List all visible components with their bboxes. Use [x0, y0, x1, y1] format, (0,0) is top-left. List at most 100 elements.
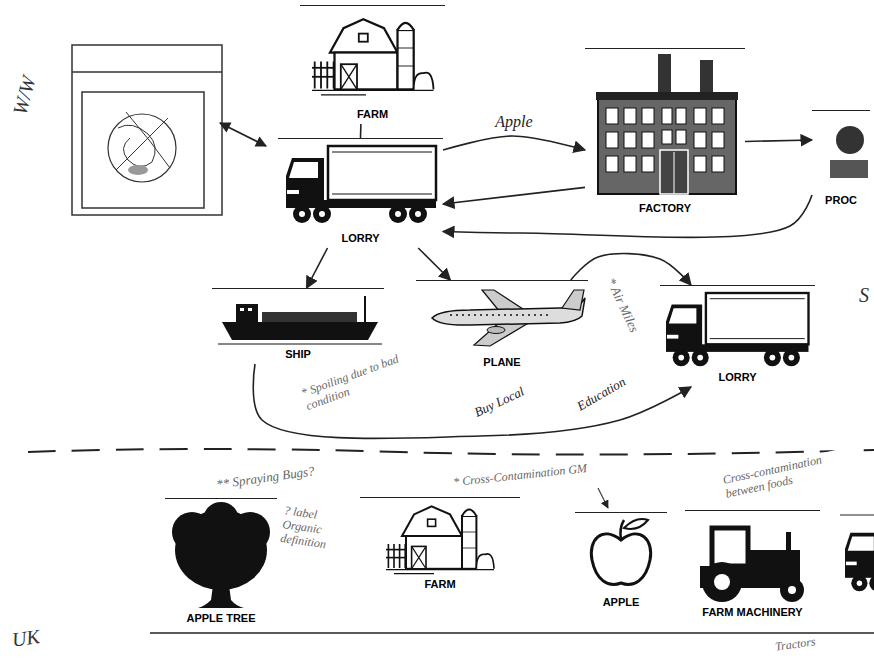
flow-arrow — [307, 248, 328, 288]
connector-group — [253, 124, 812, 438]
handwritten-note: ? label Organic definition — [277, 504, 358, 556]
picture-card: APPLE TREE — [165, 498, 277, 628]
node-label: FARM — [357, 107, 388, 121]
tractor-picture — [786, 532, 791, 550]
apple-picture — [620, 520, 624, 540]
factory-picture — [658, 54, 671, 98]
ship-picture — [364, 296, 366, 322]
node-label: APPLE TREE — [186, 611, 255, 625]
sketch-card — [72, 45, 222, 215]
tractor-picture — [748, 550, 800, 566]
node-label: PLANE — [483, 355, 520, 369]
flow-arrow — [745, 140, 812, 142]
handwritten-note: Education — [573, 373, 630, 415]
factory-picture — [606, 108, 618, 124]
tractor-picture — [712, 528, 748, 566]
node-label: SHIP — [285, 347, 311, 361]
picture-card: FARM MACHINERY — [685, 510, 820, 622]
factory-picture — [598, 96, 736, 194]
factory-picture — [606, 132, 618, 148]
tree-picture — [203, 502, 239, 538]
ship-picture — [240, 308, 244, 311]
tractor-picture — [780, 578, 804, 602]
processing-picture — [830, 126, 868, 178]
handwritten-note: S — [857, 284, 871, 307]
sketch-card — [108, 114, 176, 182]
sketch-card — [128, 165, 148, 175]
handwritten-note: Tractors — [772, 635, 818, 655]
factory-picture — [596, 92, 738, 100]
plane-picture — [474, 322, 530, 346]
picture-card: SHIP — [212, 288, 384, 364]
flow-arrow — [360, 124, 362, 138]
lorry-picture — [286, 146, 436, 223]
node-label: LORRY — [718, 370, 756, 384]
picture-card: FARM — [300, 5, 445, 124]
plane-picture — [487, 327, 505, 334]
sketch-card — [82, 92, 204, 208]
factory-picture — [674, 152, 675, 194]
flow-arrow — [571, 254, 691, 285]
factory-picture — [694, 108, 706, 124]
ship-picture — [218, 296, 382, 344]
sketch-card — [72, 45, 222, 215]
lorry-picture — [666, 293, 809, 366]
leader-line — [598, 488, 608, 508]
factory-picture — [624, 108, 636, 124]
handwritten-note: * Air Miles — [602, 274, 642, 337]
edge-label: Apple — [493, 113, 534, 131]
factory-picture — [712, 156, 724, 172]
handwritten-note: W/W — [7, 71, 40, 118]
sketch-card — [72, 71, 222, 73]
tractor-picture — [700, 528, 804, 602]
node-label: FACTORY — [639, 201, 691, 215]
processing-picture — [830, 160, 868, 178]
ship-picture — [262, 312, 357, 322]
handwritten-note: * Cross-Contamination GM — [451, 462, 590, 490]
separator-line — [28, 449, 874, 455]
picture-card: FARM — [360, 497, 520, 594]
picture-card: PROC — [812, 110, 870, 210]
tree-picture — [198, 585, 244, 608]
plane-picture — [562, 290, 584, 310]
factory-picture — [642, 156, 654, 172]
factory-picture — [642, 132, 654, 148]
flow-arrow — [418, 248, 450, 280]
tractor-picture — [714, 574, 730, 590]
ship-picture — [218, 344, 382, 345]
sketch-card — [118, 125, 155, 166]
factory-picture — [712, 132, 724, 148]
flow-arrow — [443, 136, 585, 150]
plane-picture — [432, 290, 585, 346]
factory-picture — [694, 132, 706, 148]
barn-picture — [386, 506, 494, 573]
ship-picture — [236, 304, 258, 322]
node-label: FARM — [424, 577, 455, 591]
factory-picture — [676, 130, 686, 144]
factory-picture — [712, 108, 724, 124]
handwritten-note: * Spoiling due to bad condition — [298, 350, 415, 415]
picture-card: PLANE — [416, 280, 588, 372]
factory-picture — [642, 108, 654, 124]
flow-arrow — [443, 195, 812, 237]
plane-picture — [450, 314, 550, 316]
handwritten-note: Cross-contamination between foods — [719, 446, 861, 502]
double-arrow — [220, 123, 266, 146]
apple-picture — [624, 519, 648, 529]
tree-picture — [172, 502, 270, 608]
lorry-picture — [845, 522, 874, 591]
bottom-rule — [150, 632, 874, 634]
ship-picture — [222, 322, 378, 340]
tractor-picture — [702, 562, 742, 602]
flow-arrow — [443, 187, 585, 204]
tractor-picture — [788, 586, 796, 594]
picture-card: FACTORY — [585, 48, 745, 218]
node-label: FARM MACHINERY — [702, 605, 802, 619]
node-label: APPLE — [603, 595, 640, 609]
factory-picture — [662, 130, 672, 144]
handwritten-note: ** Spraying Bugs? — [213, 463, 317, 492]
apple-picture — [591, 534, 650, 585]
